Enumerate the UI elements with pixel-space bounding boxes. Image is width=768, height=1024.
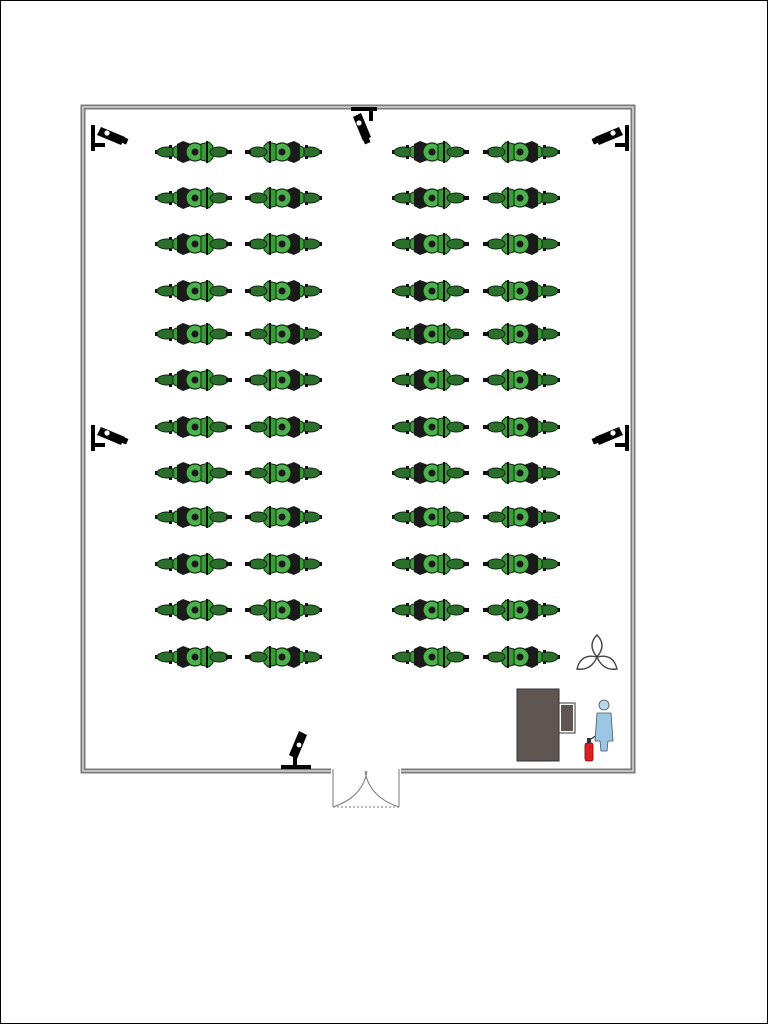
cctv-camera-icon (281, 731, 311, 769)
entrance-door (332, 769, 400, 808)
motorcycle-icon (244, 505, 323, 529)
motorcycle-icon (244, 186, 323, 210)
motorcycle-icon (154, 232, 233, 256)
motorcycle-icon (244, 322, 323, 346)
motorcycle-icon (391, 279, 470, 303)
motorcycle-icon (244, 461, 323, 485)
motorcycle-icon (154, 368, 233, 392)
motorcycle-icon (154, 552, 233, 576)
motorcycle-icon (154, 322, 233, 346)
motorcycle-icon (391, 140, 470, 164)
motorcycle-icon (244, 279, 323, 303)
motorcycle-icon (154, 186, 233, 210)
motorcycle-icon (482, 368, 561, 392)
motorcycle-icon (391, 598, 470, 622)
building-walls (80, 104, 636, 774)
motorcycle-icon (482, 505, 561, 529)
fan-icon (576, 634, 618, 670)
person-icon (594, 699, 614, 752)
motorcycle-icon (391, 552, 470, 576)
motorcycle-icon (154, 140, 233, 164)
motorcycle-icon (244, 368, 323, 392)
motorcycle-icon (391, 322, 470, 346)
cctv-camera-icon (91, 425, 129, 451)
motorcycle-icon (391, 186, 470, 210)
motorcycle-icon (482, 598, 561, 622)
motorcycle-icon (482, 461, 561, 485)
motorcycle-icon (482, 279, 561, 303)
motorcycle-icon (482, 232, 561, 256)
motorcycle-icon (391, 415, 470, 439)
motorcycle-icon (391, 461, 470, 485)
motorcycle-icon (244, 598, 323, 622)
motorcycle-icon (391, 368, 470, 392)
motorcycle-icon (244, 232, 323, 256)
motorcycle-icon (154, 598, 233, 622)
motorcycle-icon (244, 645, 323, 669)
motorcycle-icon (154, 279, 233, 303)
motorcycle-icon (244, 552, 323, 576)
cctv-camera-icon (591, 125, 629, 151)
motorcycle-icon (482, 415, 561, 439)
motorcycle-icon (482, 552, 561, 576)
motorcycle-icon (244, 140, 323, 164)
motorcycle-icon (391, 232, 470, 256)
motorcycle-icon (154, 645, 233, 669)
motorcycle-icon (482, 186, 561, 210)
motorcycle-icon (154, 505, 233, 529)
motorcycle-icon (482, 645, 561, 669)
motorcycle-icon (244, 415, 323, 439)
motorcycle-icon (482, 322, 561, 346)
motorcycle-icon (391, 505, 470, 529)
motorcycle-rows (154, 140, 561, 669)
cctv-camera-icon (91, 125, 129, 151)
motorcycle-icon (482, 140, 561, 164)
motorcycle-icon (154, 461, 233, 485)
cctv-camera-icon (591, 425, 629, 451)
motorcycle-icon (391, 645, 470, 669)
desk-icon (516, 688, 576, 762)
cctv-camera-icon (351, 107, 377, 145)
motorcycle-icon (154, 415, 233, 439)
